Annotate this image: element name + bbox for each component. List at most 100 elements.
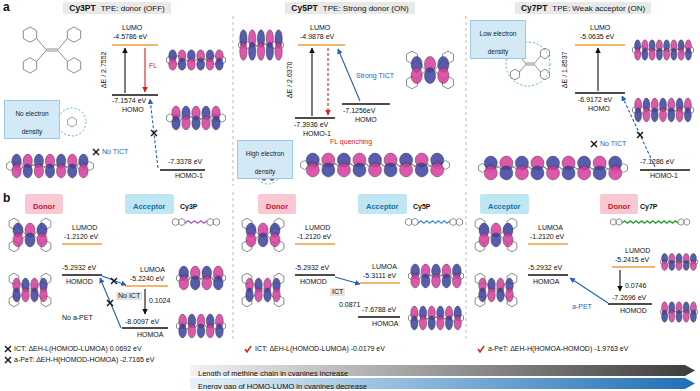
label: HOMO-1 [650, 172, 678, 180]
orbital-lobes [172, 106, 220, 130]
lobe [202, 116, 210, 130]
callout-box: Low electron density [470, 20, 526, 59]
ring [68, 117, 77, 127]
lobe [491, 233, 501, 247]
label: -5.2932 eV [528, 264, 562, 272]
tpe-structure [242, 273, 284, 307]
ring [616, 219, 622, 226]
node-text: No electron density [15, 110, 48, 135]
orbital-lobes [411, 56, 449, 83]
energy-level [640, 169, 690, 171]
label: HOMOD [300, 278, 327, 286]
lobe [484, 166, 497, 180]
lobe [202, 276, 212, 290]
label: -5.2415 eV [615, 256, 649, 264]
label: 0.1024 [149, 297, 170, 305]
lobe [178, 58, 186, 70]
label: -1.2120 eV [530, 233, 564, 241]
lobe [642, 48, 648, 60]
arrow [100, 278, 121, 328]
energy-level [575, 44, 625, 46]
orbital-lobes [246, 223, 280, 247]
label: -7.3936 eV [294, 121, 328, 129]
lobe [442, 274, 451, 288]
label: -4.5786 eV [113, 33, 147, 41]
node-text: Donor [33, 202, 55, 211]
lobe [678, 48, 684, 60]
lobe [40, 288, 48, 302]
orbital-lobes [12, 154, 88, 178]
lobe [216, 324, 224, 338]
ring [67, 27, 80, 42]
lobe [246, 233, 256, 247]
lobe [428, 316, 435, 330]
lobe [22, 288, 30, 302]
bond [534, 64, 541, 72]
lobe [25, 233, 35, 247]
label: LUMO [590, 24, 610, 32]
lobe [257, 42, 264, 60]
node-text: Acceptor [366, 202, 399, 211]
arrow [335, 277, 360, 284]
label: a-PeT: ΔEH-H(HOMOA-HOMOD) -1.9763 eV [488, 345, 628, 353]
energy-level [528, 274, 568, 276]
arrow [150, 99, 158, 168]
cross-mark [591, 141, 597, 147]
label: b [3, 192, 10, 205]
lobe [182, 116, 190, 130]
lobe [662, 310, 668, 322]
bond [534, 56, 541, 64]
label: LUMOA [372, 263, 397, 271]
energy-level [342, 103, 390, 105]
lobe [213, 276, 223, 290]
orbital-lobes [13, 223, 47, 247]
energy-level [122, 327, 168, 329]
lobe [506, 288, 514, 302]
label: HOMOA [372, 320, 398, 328]
label: LUMOA [140, 266, 165, 274]
lobe [690, 261, 696, 271]
tpe-structure [475, 218, 517, 252]
lobe [649, 48, 655, 60]
orbital-lobes [306, 153, 444, 177]
ring [684, 219, 690, 226]
lobe [192, 116, 200, 130]
lobe [270, 233, 280, 247]
donor-tag: Donor [25, 194, 63, 214]
label: HOMOA [137, 331, 163, 339]
energy-level [608, 303, 652, 305]
highlight-circle [58, 108, 86, 136]
ring [23, 58, 36, 73]
ring [405, 218, 411, 225]
node-text: Length of methine chain in cyanines incr… [198, 369, 348, 378]
orbital-lobes [635, 98, 692, 122]
lobe [79, 164, 88, 178]
label: -8.0097 eV [125, 318, 159, 326]
lobe [452, 274, 461, 288]
energy-level [112, 44, 158, 46]
energy-level [62, 243, 102, 245]
compound-header: Cy7PTTPE: Weak acceptor (ON) [515, 2, 651, 14]
lobe [531, 166, 544, 180]
node-text: TPE: Weak acceptor (ON) [552, 4, 645, 13]
lobe [656, 48, 662, 60]
node-text: Cy3PT [69, 3, 95, 13]
cyanine-structure [405, 218, 462, 225]
callout-box: High electron density [237, 140, 293, 179]
label: HOMO [122, 106, 144, 114]
check-mark [245, 346, 251, 352]
orbital-lobes [179, 314, 224, 338]
lobe [31, 288, 39, 302]
ring [207, 218, 213, 225]
node-text: Acceptor [488, 202, 521, 211]
bond [520, 64, 527, 72]
energy-level [528, 243, 568, 245]
lobe [188, 324, 196, 338]
lobe [258, 233, 268, 247]
arrow [619, 270, 620, 291]
lobe [676, 108, 683, 122]
lobe [669, 261, 675, 271]
orbital-lobes [411, 264, 461, 288]
lobe [454, 316, 461, 330]
energy-level [112, 94, 158, 96]
